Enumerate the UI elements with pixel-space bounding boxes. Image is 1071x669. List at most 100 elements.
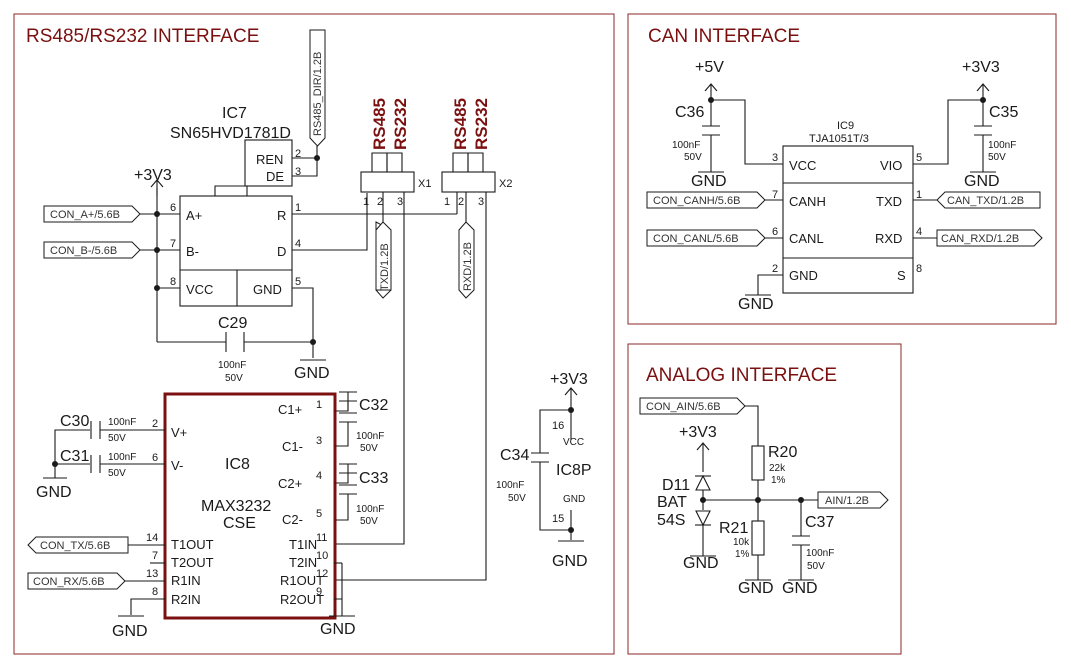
ic8-num-14: 14 (146, 532, 158, 544)
c31-val: 100nF (108, 452, 136, 463)
c32-volt: 50V (360, 443, 378, 454)
ain-flag (817, 491, 889, 509)
x2-opt-rs485: RS485 (451, 98, 470, 150)
ain-label: AIN/1.2B (825, 495, 869, 507)
c36-gnd-label: GND (691, 173, 727, 190)
ic9-num-7: 7 (772, 189, 778, 201)
con-ain-flag (639, 397, 746, 415)
c30-gnd-label: GND (36, 484, 72, 501)
ic8p-vcc: VCC (563, 437, 584, 448)
c29-capacitor (225, 332, 245, 352)
ic8-part2: CSE (223, 515, 256, 532)
r20-ref: R20 (768, 444, 797, 461)
ic9-num-6: 6 (772, 226, 778, 238)
c37-gnd-label: GND (782, 580, 818, 597)
c36-volt: 50V (684, 152, 702, 163)
ic8-num-6: 6 (152, 452, 158, 464)
ic8-num-2: 2 (152, 418, 158, 430)
ic8-num-12: 12 (316, 568, 328, 580)
can-rxd-label: CAN_RXD/1.2B (941, 233, 1019, 245)
c35-volt: 50V (988, 152, 1006, 163)
ic8-pin-t2in: T2IN (289, 555, 317, 570)
ic8p-symbol (531, 387, 584, 542)
txd-flag-head (375, 221, 392, 291)
r21-gnd-label: GND (738, 580, 774, 597)
ic9-pin-txd: TXD (876, 194, 902, 209)
x1-x2-wiring (334, 192, 487, 581)
ic8-pin-t1in: T1IN (289, 537, 317, 552)
c29-val: 100nF (218, 360, 246, 371)
ic9-num-2: 2 (772, 263, 778, 275)
con-rx-label: CON_RX/5.6B (33, 576, 105, 588)
x1-connector (360, 171, 415, 193)
rs-interface-frame (13, 13, 615, 655)
ic7-num-3: 3 (295, 166, 301, 178)
analog-interface-frame (627, 343, 902, 655)
x2-num-2: 2 (458, 196, 464, 208)
r20-tol: 1% (771, 475, 786, 486)
c30-ref: C30 (60, 413, 89, 430)
ic9-num-1: 1 (916, 189, 922, 201)
ic8-pin-vm: V- (171, 458, 183, 473)
ic7-pin-ren: REN (256, 152, 283, 167)
con-rx-flag (27, 572, 126, 590)
c37-ref: C37 (805, 514, 834, 531)
ic8-symbol (163, 392, 337, 620)
ic7-num-8: 8 (170, 276, 176, 288)
c31-ref: C31 (60, 448, 89, 465)
con-canl-label: CON_CANL/5.6B (653, 233, 739, 245)
c35-val: 100nF (988, 140, 1016, 151)
ic7-3v3-arrow (150, 179, 164, 196)
c30-capacitor (90, 421, 101, 439)
con-canh-flag (646, 191, 766, 209)
ic9-pin-rxd: RXD (875, 231, 902, 246)
ic8p-gnd: GND (563, 494, 585, 505)
c36-ref: C36 (675, 104, 704, 121)
c34-volt: 50V (508, 493, 526, 504)
c30-volt: 50V (108, 433, 126, 444)
ic7-symbol (179, 139, 293, 307)
c33-ref: C33 (359, 470, 388, 487)
con-b-label: CON_B-/5.6B (50, 245, 117, 257)
ic8-pin-r2in: R2IN (171, 592, 201, 607)
ic8-pin-r1out: R1OUT (280, 573, 324, 588)
con-a-flag (43, 205, 141, 223)
ic8p-ref: IC8P (556, 462, 592, 479)
ic7-part: SN65HVD1781D (170, 125, 291, 142)
ic8p-gnd-label: GND (552, 553, 588, 570)
c37-val: 100nF (806, 548, 834, 559)
ic7-num-4: 4 (295, 238, 301, 250)
d11-part1: BAT (657, 494, 687, 511)
x2-ref: X2 (499, 178, 512, 190)
c29-ref: C29 (218, 315, 247, 332)
ic9-pin-canh: CANH (789, 194, 826, 209)
ic8-num-5: 5 (316, 508, 322, 520)
ic8-pin-c1m: C1- (282, 439, 303, 454)
ic9-part: TJA1051T/3 (809, 133, 869, 145)
ic8-num-11: 11 (316, 532, 327, 544)
con-b-flag (43, 241, 141, 259)
ic8-part1: MAX3232 (201, 498, 271, 515)
ic9-pin-gnd: GND (789, 268, 818, 283)
ic8-ref: IC8 (225, 456, 250, 473)
x1-ref: X1 (418, 178, 431, 190)
x2-opt-rs232: RS232 (472, 98, 491, 150)
ic9-pin-s: S (897, 268, 906, 283)
x2-num-3: 3 (478, 196, 484, 208)
ic8-pin-c2m: C2- (282, 512, 303, 527)
ic8p-3v3-label: +3V3 (550, 371, 588, 388)
rs-interface-title: RS485/RS232 INTERFACE (26, 26, 259, 47)
can-3v3-label: +3V3 (962, 59, 1000, 76)
c33-val: 100nF (356, 504, 384, 515)
ic7-gnd-label: GND (294, 365, 330, 382)
c33-volt: 50V (360, 516, 378, 527)
analog-interface-title: ANALOG INTERFACE (646, 365, 837, 386)
r21-ref: R21 (719, 520, 748, 537)
con-canl-flag (646, 229, 766, 247)
ic9-num-3: 3 (772, 152, 778, 164)
ic8-num-13: 13 (146, 568, 158, 580)
ic8p-num-15: 15 (552, 513, 564, 525)
ic7-pin-r: R (277, 208, 286, 223)
x1-num-3: 3 (397, 196, 403, 208)
ic7-num-6: 6 (170, 202, 176, 214)
